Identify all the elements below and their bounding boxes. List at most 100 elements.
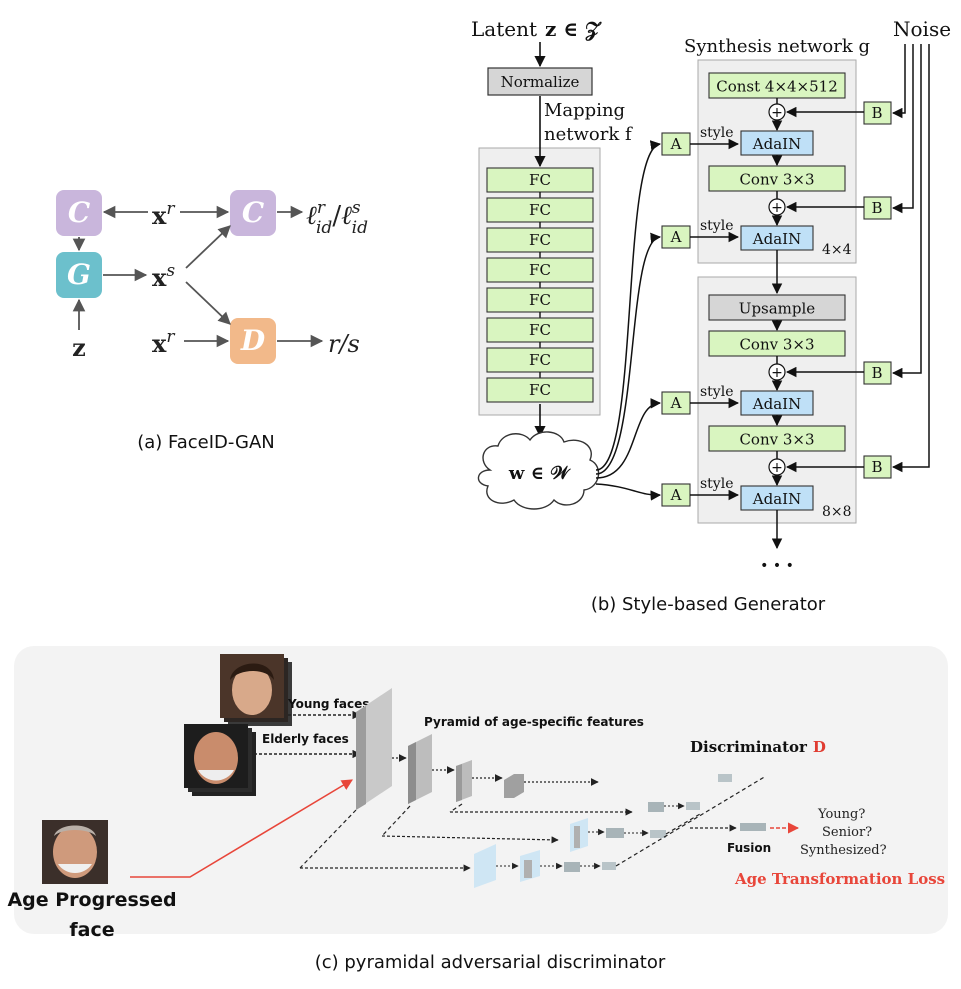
adain-box-3 — [740, 390, 814, 416]
conv-box-3 — [708, 425, 846, 452]
w-label: w ∈ 𝒲 — [508, 463, 571, 484]
noise-label: Noise — [893, 17, 951, 41]
fc-block — [486, 377, 594, 403]
const-box — [708, 72, 846, 99]
blue-cell-2 — [574, 826, 580, 848]
age-transformation-loss: Age Transformation Loss — [734, 870, 945, 888]
g-block — [56, 252, 102, 298]
elderly-faces-image — [184, 724, 256, 796]
guide-diag-3 — [449, 803, 463, 813]
adain-box-4-label: AdaIN — [752, 490, 801, 508]
fc-block — [486, 227, 594, 253]
pyramid-slab-1 — [356, 688, 392, 810]
a-label: A — [670, 135, 682, 153]
fusion-block — [740, 823, 766, 831]
d-block — [230, 318, 276, 364]
elderly-faces-label: Elderly faces — [262, 732, 349, 746]
style-label: style — [700, 384, 733, 400]
adain-box-4 — [740, 485, 814, 511]
b-box — [863, 361, 892, 385]
gray-cell-f — [686, 802, 700, 810]
pyramid-slab-3 — [456, 760, 472, 802]
plus-sign: + — [771, 200, 783, 216]
caption-a: (a) FaceID-GAN — [137, 432, 275, 453]
gray-cell-d — [650, 830, 666, 838]
plus-sign: + — [771, 105, 783, 121]
blue-slab-1 — [474, 844, 496, 888]
branch-arrow-2 — [381, 835, 559, 844]
age-progressed-face-image — [42, 820, 108, 884]
curve-w-a3 — [595, 398, 662, 479]
pyramid-label: Pyramid of age-specific features — [424, 715, 644, 729]
fc-block — [486, 317, 594, 343]
mapping-line2: network f — [544, 124, 633, 145]
arrow-xs-to-c — [185, 225, 231, 269]
age-red-arrow — [130, 779, 353, 878]
fuse-diag-1 — [615, 775, 767, 867]
c-block-left — [56, 190, 102, 236]
conv-box-3-label: Conv 3×3 — [739, 431, 814, 449]
g-letter: G — [67, 258, 91, 291]
res-4x4: 4×4 — [822, 242, 852, 258]
age-progressed-line2: face — [69, 919, 114, 941]
rs-output: r/s — [328, 330, 360, 358]
style-label: style — [700, 218, 733, 234]
fc-label: FC — [529, 291, 551, 309]
gray-cell-g — [718, 774, 732, 782]
w-cloud — [477, 431, 600, 510]
upsample-box-label: Upsample — [739, 300, 816, 318]
z-input: z — [72, 333, 86, 362]
xs-mid: xs — [152, 261, 175, 292]
style-label: style — [700, 125, 733, 141]
plus-sign: + — [771, 365, 783, 381]
noise-line — [891, 44, 906, 119]
a-label: A — [670, 394, 682, 412]
age-progressed-line1: Age Progressed — [7, 889, 176, 911]
adain-box-2-label: AdaIN — [752, 230, 801, 248]
synthesized-question: Synthesized? — [800, 843, 887, 858]
plus-sign: + — [771, 460, 783, 476]
pyramid-slab-2 — [408, 734, 432, 804]
fc-label: FC — [529, 171, 551, 189]
young-faces-image — [220, 654, 292, 726]
style-label: style — [700, 476, 733, 492]
normalize-label: Normalize — [501, 73, 580, 91]
adain-box-3-label: AdaIN — [752, 395, 801, 413]
conv-box-1-label: Conv 3×3 — [739, 171, 814, 189]
mapping-line1: Mapping — [544, 100, 625, 121]
fc-label: FC — [529, 321, 551, 339]
normalize-box — [487, 67, 593, 96]
conv-box-2-label: Conv 3×3 — [739, 336, 814, 354]
gray-cell-e — [648, 802, 664, 812]
gray-cell-a — [564, 862, 580, 872]
xr-bottom: xr — [152, 327, 175, 358]
fc-label: FC — [529, 201, 551, 219]
b-label: B — [871, 104, 882, 122]
noise-line — [891, 44, 914, 214]
d-letter: D — [240, 324, 266, 357]
upsample-box — [708, 294, 846, 321]
fc-block — [486, 167, 594, 193]
blue-cell-1 — [524, 860, 532, 878]
adain-box-2 — [740, 225, 814, 251]
young-question: Young? — [817, 807, 865, 822]
xr-top: xr — [152, 199, 175, 230]
a-label: A — [670, 486, 682, 504]
noise-line — [891, 44, 922, 379]
gray-cell-c — [606, 828, 624, 838]
b-box — [863, 101, 892, 125]
c-letter-right: C — [242, 196, 265, 229]
caption-c: (c) pyramidal adversarial discriminator — [315, 952, 666, 973]
continuation-dots: • • • — [760, 558, 794, 574]
fc-label: FC — [529, 381, 551, 399]
fig-c: Young faces Elderly faces Pyramid of age… — [7, 646, 948, 973]
curve-w-a2 — [595, 232, 662, 475]
noise-line — [891, 44, 930, 473]
b-label: B — [871, 364, 882, 382]
